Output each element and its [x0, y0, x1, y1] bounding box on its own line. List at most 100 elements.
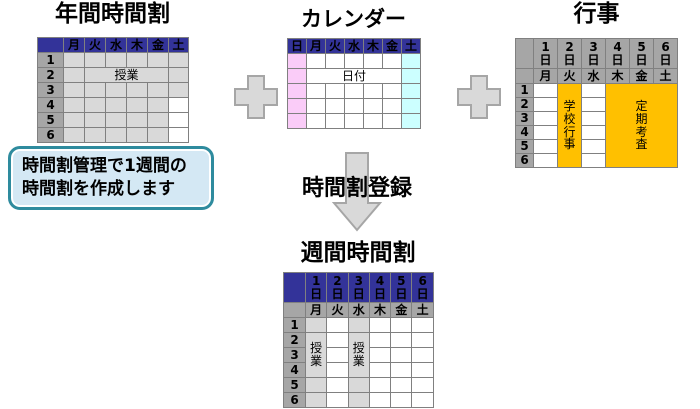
sunday-cell: [287, 68, 307, 84]
cell: [326, 377, 349, 393]
date-header: 3 日: [581, 38, 606, 69]
cell: [126, 52, 148, 68]
cell: [168, 97, 189, 113]
cell: [533, 125, 558, 140]
cell: [326, 332, 349, 348]
period-header: 2: [37, 67, 64, 83]
cell: [63, 97, 85, 113]
cell: [325, 83, 345, 99]
cell: [306, 113, 326, 129]
cell: [84, 97, 106, 113]
cell: [533, 111, 558, 126]
day-header: 火: [557, 68, 582, 84]
cell: [326, 317, 349, 333]
day-header: 木: [605, 68, 630, 84]
day-header: 金: [390, 302, 413, 318]
cell: [581, 153, 606, 168]
cell: [411, 392, 434, 408]
cell: [147, 97, 169, 113]
cell: [326, 392, 349, 408]
date-header: 2 日: [326, 272, 349, 303]
cell: [147, 112, 169, 128]
plus-icon: [234, 75, 278, 119]
cell: [347, 392, 370, 408]
corner-cell: [283, 302, 306, 318]
cell: [368, 377, 392, 393]
cell: [363, 83, 383, 99]
period-header: 6: [283, 392, 306, 408]
cell: [368, 362, 392, 378]
date-header: 4 日: [368, 272, 392, 303]
cell: [304, 377, 328, 393]
cell: [368, 392, 392, 408]
cell: [344, 83, 364, 99]
date-header: 6 日: [411, 272, 434, 303]
corner-cell: [37, 37, 64, 53]
cell: [304, 392, 328, 408]
plus-icon: [457, 75, 501, 119]
cell: [126, 97, 148, 113]
cell: [84, 112, 106, 128]
lesson-cell: 授業: [84, 67, 169, 83]
callout-box: 時間割管理で1週間の 時間割を作成します: [8, 146, 214, 210]
cell: [344, 53, 364, 69]
cell: [368, 317, 392, 333]
cell: [390, 332, 413, 348]
date-header: 4 日: [605, 38, 630, 69]
cell: [390, 362, 413, 378]
cell: [363, 53, 383, 69]
cell: [533, 97, 558, 112]
cell: [390, 377, 413, 393]
cell: [304, 317, 328, 333]
cell: [325, 53, 345, 69]
date-header: 6 日: [653, 38, 678, 69]
cell: [533, 83, 558, 98]
cell: [326, 362, 349, 378]
cell: [411, 347, 434, 363]
day-header: 土: [411, 302, 434, 318]
cell: [306, 83, 326, 99]
period-header: 4: [37, 97, 64, 113]
cell: [105, 112, 127, 128]
cell: [63, 112, 85, 128]
cell: [147, 52, 169, 68]
day-header: 土: [653, 68, 678, 84]
day-header: 木: [126, 37, 148, 53]
cell: [347, 377, 370, 393]
cell: [126, 82, 148, 98]
cell: [581, 83, 606, 98]
cell: [126, 112, 148, 128]
cell: [411, 317, 434, 333]
cell: [326, 347, 349, 363]
cell: [390, 392, 413, 408]
period-header: 6: [515, 153, 534, 168]
cell: [363, 98, 383, 114]
day-header: 火: [84, 37, 106, 53]
cell: [390, 317, 413, 333]
arrow-label: 時間割登録: [301, 176, 412, 201]
cell: [168, 52, 189, 68]
period-header: 1: [37, 52, 64, 68]
cell: [105, 97, 127, 113]
cell: [411, 377, 434, 393]
period-header: 5: [37, 112, 64, 128]
cell: [126, 127, 148, 143]
cell: [63, 82, 85, 98]
period-header: 3: [283, 347, 306, 363]
day-header: 金: [382, 38, 402, 54]
cell: [533, 153, 558, 168]
cell: [105, 52, 127, 68]
day-header: 金: [629, 68, 654, 84]
cell: [581, 97, 606, 112]
cell: [306, 53, 326, 69]
cell: [382, 53, 402, 69]
corner-cell: [515, 38, 534, 69]
period-header: 3: [515, 111, 534, 126]
date-header: 5 日: [629, 38, 654, 69]
cell: [382, 113, 402, 129]
corner-cell: [283, 272, 306, 303]
date-cell: 日付: [306, 68, 402, 84]
day-header: 木: [368, 302, 392, 318]
